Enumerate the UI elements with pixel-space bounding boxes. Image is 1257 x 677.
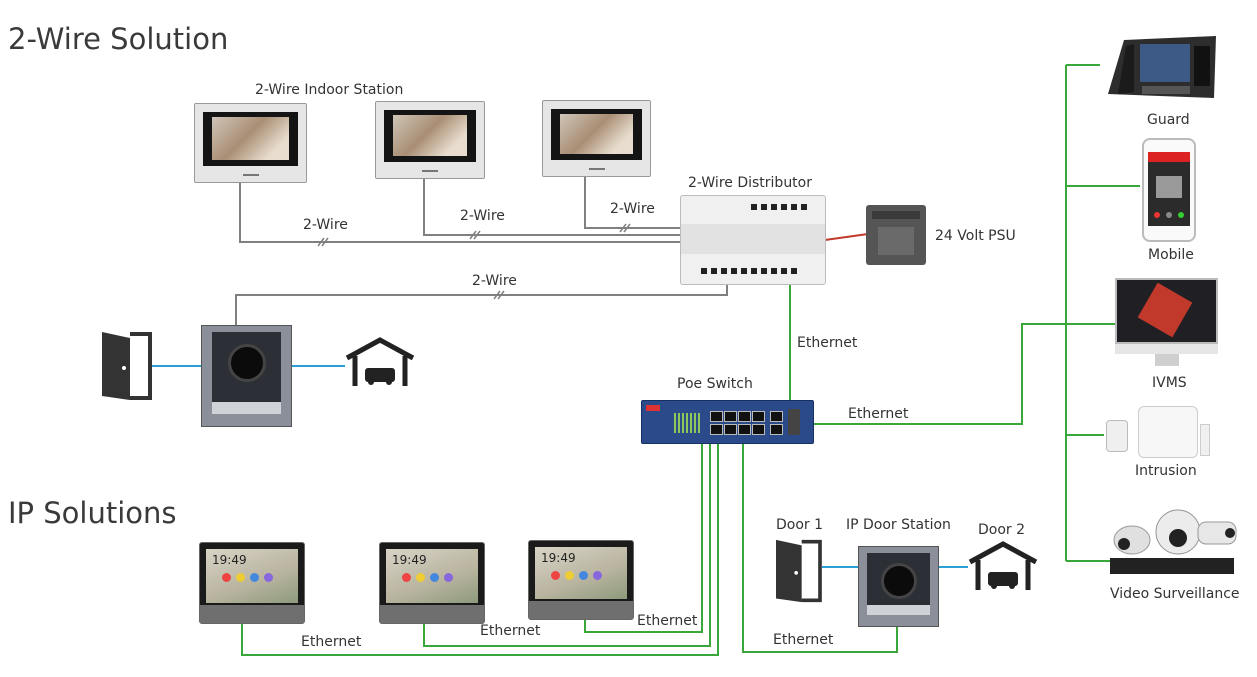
door1-icon bbox=[772, 538, 824, 604]
wire-label-4: 2-Wire bbox=[472, 273, 517, 289]
mobile-label: Mobile bbox=[1148, 247, 1194, 263]
ip-indoor-monitor-1: 19:49 bbox=[199, 542, 305, 624]
door-icon bbox=[100, 330, 152, 402]
eth-label-mon2: Ethernet bbox=[480, 623, 541, 639]
door2-label: Door 2 bbox=[978, 522, 1026, 538]
intrusion-label: Intrusion bbox=[1135, 463, 1197, 479]
wire-label-2: 2-Wire bbox=[460, 208, 505, 224]
eth-label-door: Ethernet bbox=[773, 632, 834, 648]
wire-slash-4b bbox=[497, 290, 505, 300]
two-wire-line-1 bbox=[239, 183, 690, 243]
two-wire-indoor-monitor-2 bbox=[375, 101, 485, 179]
indoor-station-label: 2-Wire Indoor Station bbox=[255, 82, 404, 98]
distributor-label: 2-Wire Distributor bbox=[688, 175, 812, 191]
two-wire-line-3 bbox=[584, 176, 690, 229]
ip-indoor-monitor-3: 19:49 bbox=[528, 540, 634, 620]
ivms-monitor bbox=[1115, 278, 1218, 370]
garage-icon-2 bbox=[968, 540, 1038, 592]
eth-label-ivms: Ethernet bbox=[848, 406, 909, 422]
wire-slash-1 bbox=[317, 237, 325, 247]
mobile-phone bbox=[1142, 138, 1196, 242]
eth-label-distributor: Ethernet bbox=[797, 335, 858, 351]
psu-link bbox=[824, 233, 869, 241]
ip-door-station bbox=[858, 546, 939, 627]
surveillance-cameras bbox=[1108, 502, 1240, 578]
poe-switch bbox=[641, 400, 814, 444]
two-wire-indoor-monitor-3 bbox=[542, 100, 651, 177]
two-wire-indoor-monitor-1 bbox=[194, 103, 307, 183]
psu-label: 24 Volt PSU bbox=[935, 228, 1016, 244]
video-surveillance-label: Video Surveillance bbox=[1110, 586, 1240, 602]
monitor-time: 19:49 bbox=[212, 553, 247, 567]
guard-station bbox=[1104, 34, 1222, 104]
ivms-label: IVMS bbox=[1152, 375, 1187, 391]
two-wire-line-4 bbox=[235, 283, 728, 325]
wire-label-1: 2-Wire bbox=[303, 217, 348, 233]
garage-icon bbox=[345, 336, 415, 388]
wire-slash-1b bbox=[321, 237, 329, 247]
eth-ivms bbox=[812, 323, 1117, 425]
ip-heading: IP Solutions bbox=[8, 496, 177, 530]
eth-mon2 bbox=[423, 443, 711, 647]
guard-label: Guard bbox=[1147, 112, 1190, 128]
wire-slash-3b bbox=[623, 223, 631, 233]
eth-mon3 bbox=[584, 443, 703, 633]
poe-switch-label: Poe Switch bbox=[677, 376, 753, 392]
wire-slash-2 bbox=[469, 230, 477, 240]
monitor-time: 19:49 bbox=[392, 553, 427, 567]
intrusion-devices bbox=[1104, 404, 1212, 462]
two-wire-heading: 2-Wire Solution bbox=[8, 22, 229, 56]
two-wire-line-2 bbox=[423, 178, 690, 236]
eth-door bbox=[742, 443, 898, 653]
wire-label-3: 2-Wire bbox=[610, 201, 655, 217]
ip-door-station-label: IP Door Station bbox=[846, 517, 951, 533]
wire-slash-2b bbox=[473, 230, 481, 240]
psu-device bbox=[866, 205, 926, 265]
eth-label-mon3: Ethernet bbox=[637, 613, 698, 629]
ip-indoor-monitor-2: 19:49 bbox=[379, 542, 485, 624]
wire-slash-4 bbox=[493, 290, 501, 300]
door1-label: Door 1 bbox=[776, 517, 824, 533]
eth-mon1 bbox=[241, 443, 719, 656]
two-wire-distributor bbox=[680, 195, 826, 285]
eth-label-mon1: Ethernet bbox=[301, 634, 362, 650]
wire-slash-3 bbox=[619, 223, 627, 233]
two-wire-door-station bbox=[201, 325, 292, 427]
monitor-time: 19:49 bbox=[541, 551, 576, 565]
